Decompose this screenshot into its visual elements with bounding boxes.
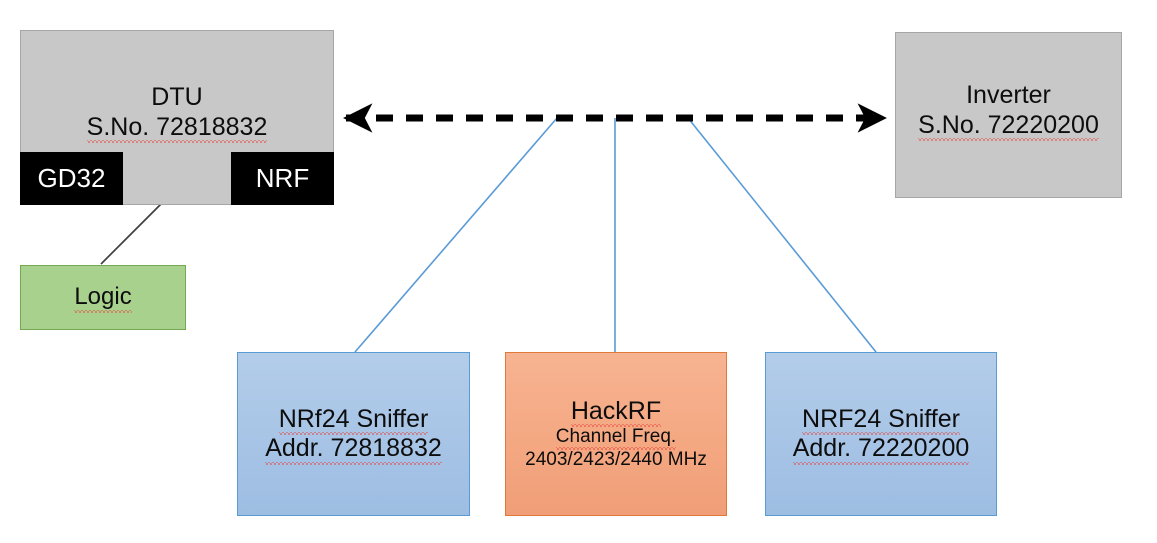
- sniffer-left-tap-line: [354, 117, 558, 353]
- sniffer-right-label: NRF24 Sniffer: [802, 404, 960, 435]
- node-sniffer-right[interactable]: NRF24 Sniffer Addr. 72220200: [765, 352, 997, 516]
- sniffer-left-address: Addr. 72818832: [265, 434, 442, 464]
- logic-label: Logic: [74, 283, 133, 313]
- node-nrf[interactable]: NRF: [231, 152, 334, 205]
- hackrf-channel-label: Channel Freq.: [555, 426, 677, 451]
- sniffer-right-address: Addr. 72220200: [792, 434, 970, 464]
- dtu-label: DTU: [151, 83, 203, 111]
- sniffer-right-tap-line: [687, 117, 877, 353]
- node-inverter[interactable]: Inverter S.No. 72220200: [895, 32, 1122, 198]
- hackrf-label: HackRF: [570, 396, 662, 427]
- node-hackrf[interactable]: HackRF Channel Freq. 2403/2423/2440 MHz: [505, 352, 727, 516]
- node-logic[interactable]: Logic: [20, 265, 186, 330]
- inverter-label: Inverter: [966, 81, 1051, 109]
- node-gd32[interactable]: GD32: [20, 152, 123, 205]
- gd32-label: GD32: [37, 163, 106, 194]
- inverter-serial: S.No. 72220200: [918, 110, 1099, 141]
- hackrf-channel-values: 2403/2423/2440 MHz: [525, 448, 707, 470]
- sniffer-left-label: NRf24 Sniffer: [278, 404, 429, 435]
- node-sniffer-left[interactable]: NRf24 Sniffer Addr. 72818832: [237, 352, 470, 516]
- nrf-label: NRF: [255, 163, 310, 194]
- dtu-serial: S.No. 72818832: [86, 112, 268, 143]
